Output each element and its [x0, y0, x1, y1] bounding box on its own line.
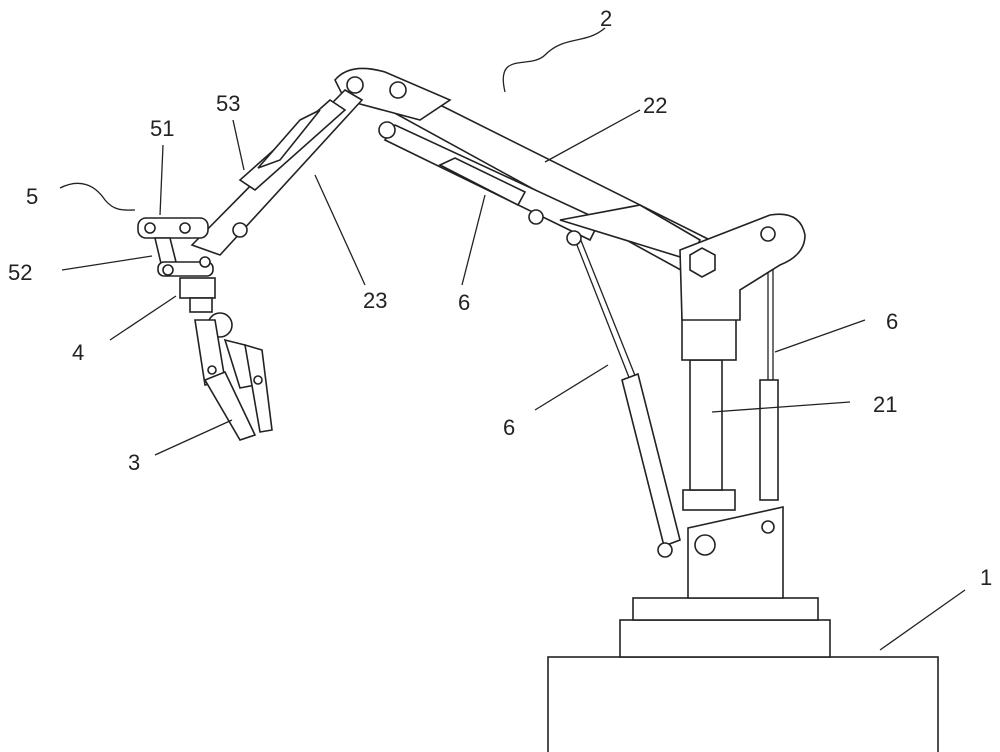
label-column: 21	[873, 392, 898, 417]
label-gripper: 3	[128, 450, 141, 475]
gripper	[179, 277, 273, 441]
label-arm: 2	[600, 6, 613, 31]
wrist	[137, 217, 214, 277]
label-upper-arm: 22	[643, 93, 668, 118]
label-53: 53	[216, 91, 241, 116]
label-52: 52	[8, 260, 33, 285]
label-cylinder-mid: 6	[458, 290, 471, 315]
label-51: 51	[150, 116, 175, 141]
label-joint: 4	[72, 340, 85, 365]
upper-arm	[377, 94, 712, 277]
leader-lines	[59, 27, 966, 651]
lower-cylinder	[574, 237, 681, 558]
label-forearm: 23	[363, 288, 388, 313]
label-base: 1	[980, 565, 993, 590]
base	[547, 506, 939, 752]
forearm	[190, 88, 364, 256]
label-cylinder-right: 6	[886, 309, 899, 334]
elbow	[334, 67, 452, 121]
label-cylinder-lower: 6	[503, 415, 516, 440]
label-wrist: 5	[26, 184, 39, 209]
right-cylinder	[759, 240, 779, 501]
shoulder	[679, 213, 806, 321]
